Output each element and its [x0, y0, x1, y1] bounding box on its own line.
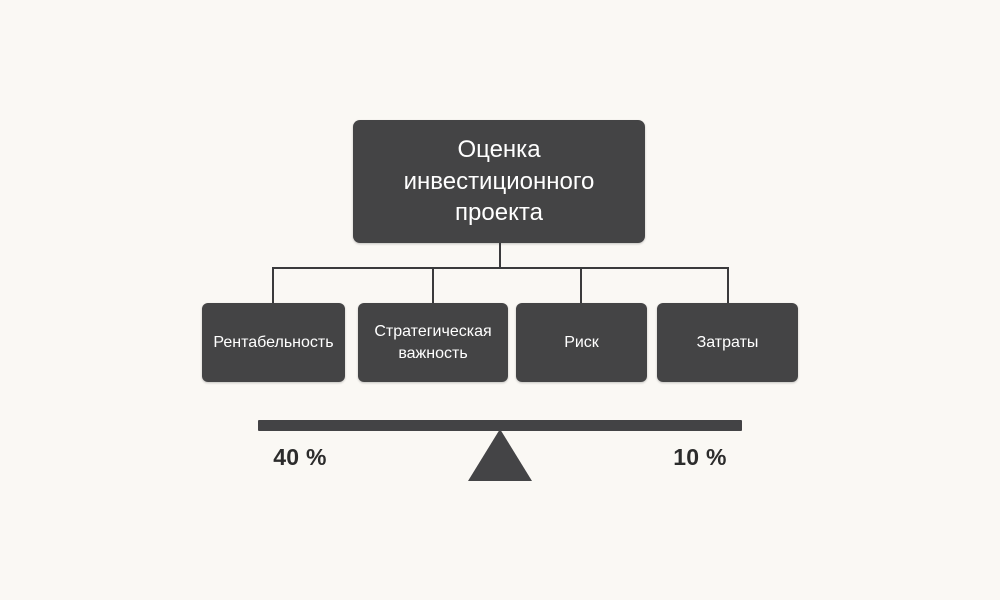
balance-fulcrum-triangle-icon — [468, 429, 532, 481]
weight-label-left: 40 % — [273, 444, 327, 470]
child-node-label: Затраты — [696, 333, 759, 351]
child-node-profitability[interactable]: Рентабельность — [202, 303, 345, 382]
balance-beam — [258, 420, 742, 431]
connector-root-stem — [499, 243, 501, 269]
child-node-label: Риск — [564, 333, 599, 351]
child-node-strategic-importance[interactable]: Стратегическая важность — [358, 303, 508, 382]
child-node-costs[interactable]: Затраты — [657, 303, 798, 382]
connector-drop-2 — [580, 267, 582, 304]
connector-drop-1 — [432, 267, 434, 304]
root-node-label: Оценка инвестиционного проекта — [403, 135, 595, 227]
weight-label-right: 10 % — [673, 444, 727, 470]
root-node[interactable]: Оценка инвестиционного проекта — [353, 120, 645, 243]
child-node-label: Рентабельность — [213, 333, 334, 351]
connector-horizontal-bus — [273, 267, 729, 269]
connector-drop-0 — [272, 267, 274, 304]
child-node-risk[interactable]: Риск — [516, 303, 647, 382]
child-node-label: Стратегическая важность — [374, 323, 492, 362]
connector-drop-3 — [727, 267, 729, 304]
